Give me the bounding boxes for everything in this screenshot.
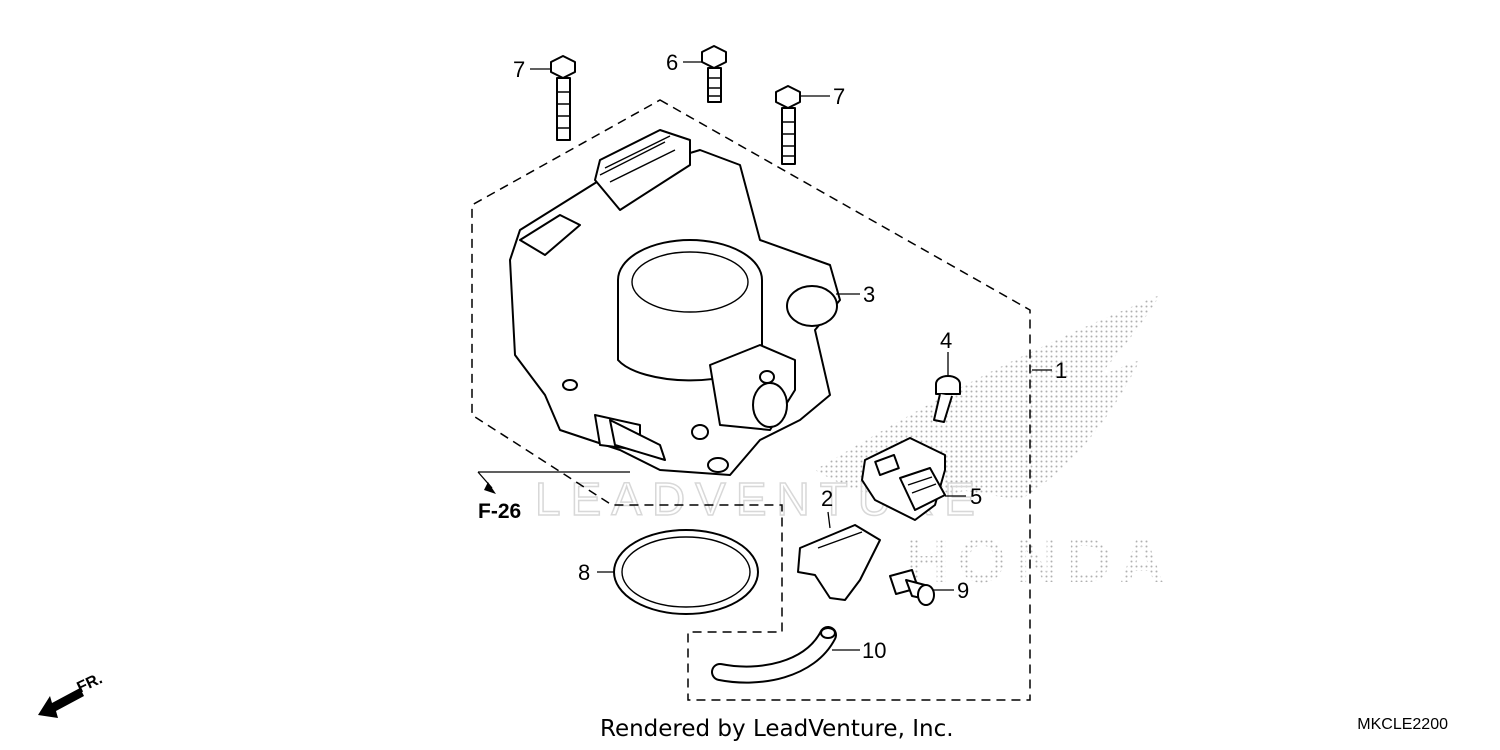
screw-4 [933, 375, 961, 423]
reference-bracket [477, 471, 630, 494]
callout-7-left: 7 [513, 57, 525, 82]
callout-7-right: 7 [833, 84, 845, 109]
o-ring [613, 529, 759, 615]
bolt-7-right [775, 85, 801, 165]
callout-8: 8 [578, 560, 590, 585]
hose [711, 626, 837, 684]
callout-2: 2 [821, 486, 833, 511]
front-label: FR. [75, 670, 106, 696]
leader-lines [530, 61, 1052, 651]
front-direction-arrow: FR. [38, 670, 105, 718]
callout-3: 3 [863, 282, 875, 307]
callout-10: 10 [862, 638, 886, 663]
bolt-6 [701, 45, 727, 103]
reference-label: F-26 [478, 500, 522, 523]
honda-watermark-text: HONDA [905, 527, 1172, 596]
sensor-unit [861, 437, 946, 521]
callout-1: 1 [1055, 358, 1067, 383]
diagram-code: MKCLE2200 [1357, 716, 1448, 733]
bolt-7-left [550, 55, 576, 141]
callout-6: 6 [666, 50, 678, 75]
screw-9 [889, 569, 935, 606]
assembly-boundary [471, 99, 1031, 701]
bracket-2 [797, 524, 881, 601]
callout-9: 9 [957, 578, 969, 603]
credit-text: Rendered by LeadVenture, Inc. [600, 716, 954, 742]
callout-4: 4 [940, 328, 952, 353]
throttle-body [509, 129, 841, 476]
callout-5: 5 [970, 484, 982, 509]
